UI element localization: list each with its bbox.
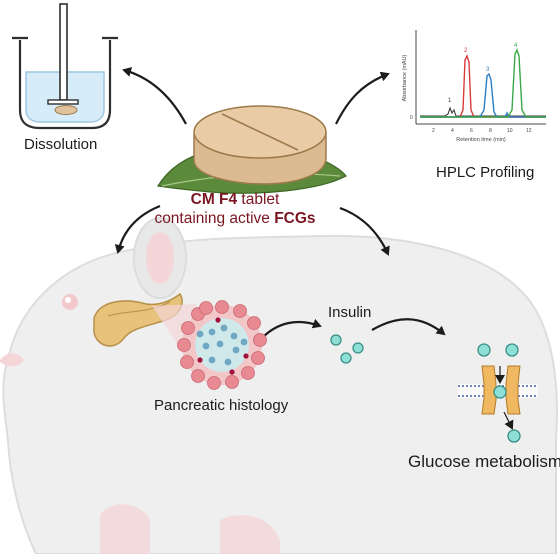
arrow-to-dissolution <box>122 67 187 125</box>
tablet-on-leaf <box>157 105 347 194</box>
containing-active-text: containing active <box>154 210 275 227</box>
hplc-profiling-label: HPLC Profiling <box>436 164 535 181</box>
arrow-to-pancreas <box>114 204 161 254</box>
arrow-to-cell <box>371 318 446 336</box>
hplc-x-tick-6: 6 <box>470 128 473 134</box>
hplc-x-tick-2: 2 <box>432 128 435 134</box>
glucose-metabolism-label: Glucose metabolism <box>408 452 560 471</box>
arrow-to-hplc <box>335 71 390 125</box>
hplc-trace-blue <box>420 72 546 118</box>
hplc-trace-dark <box>420 106 546 117</box>
pancreatic-islet <box>177 300 267 390</box>
tablet-name: CM F4 <box>190 191 238 208</box>
hplc-x-tick-10: 10 <box>507 128 513 134</box>
insulin-molecules <box>330 334 364 364</box>
hplc-chart: 1 2 3 4 0 2 4 6 8 10 12 Retention time (… <box>402 30 546 143</box>
hplc-peak-label-3: 3 <box>486 67 490 73</box>
hplc-trace-red <box>420 54 546 118</box>
tablet-caption-line-2: containing active FCGs <box>150 209 320 228</box>
hplc-peak-label-1: 1 <box>448 98 452 104</box>
tablet-caption-line-1: CM F4 tablet <box>150 190 320 209</box>
tablet-caption: CM F4 tablet containing active FCGs <box>150 190 320 228</box>
pancreatic-histology-label: Pancreatic histology <box>154 397 289 414</box>
tablet-word: tablet <box>237 191 280 208</box>
arrow-to-glucose <box>339 206 390 256</box>
hplc-peak-label-2: 2 <box>464 48 468 54</box>
hplc-peak-label-4: 4 <box>514 43 518 49</box>
hplc-y-tick-0: 0 <box>410 115 413 121</box>
hplc-x-tick-4: 4 <box>451 128 454 134</box>
insulin-label: Insulin <box>328 304 372 321</box>
hplc-x-tick-12: 12 <box>526 128 532 134</box>
hplc-x-label: Retention time (min) <box>456 137 506 143</box>
hplc-y-label: Absorbance (mAU) <box>402 54 408 101</box>
glucose-transporter <box>458 343 538 443</box>
dissolution-label: Dissolution <box>24 136 98 153</box>
hplc-trace-green <box>420 48 546 118</box>
hplc-x-tick-8: 8 <box>489 128 492 134</box>
fcgs-text: FCGs <box>274 210 316 227</box>
arrow-to-insulin <box>261 318 322 339</box>
dissolution-apparatus <box>12 3 118 130</box>
